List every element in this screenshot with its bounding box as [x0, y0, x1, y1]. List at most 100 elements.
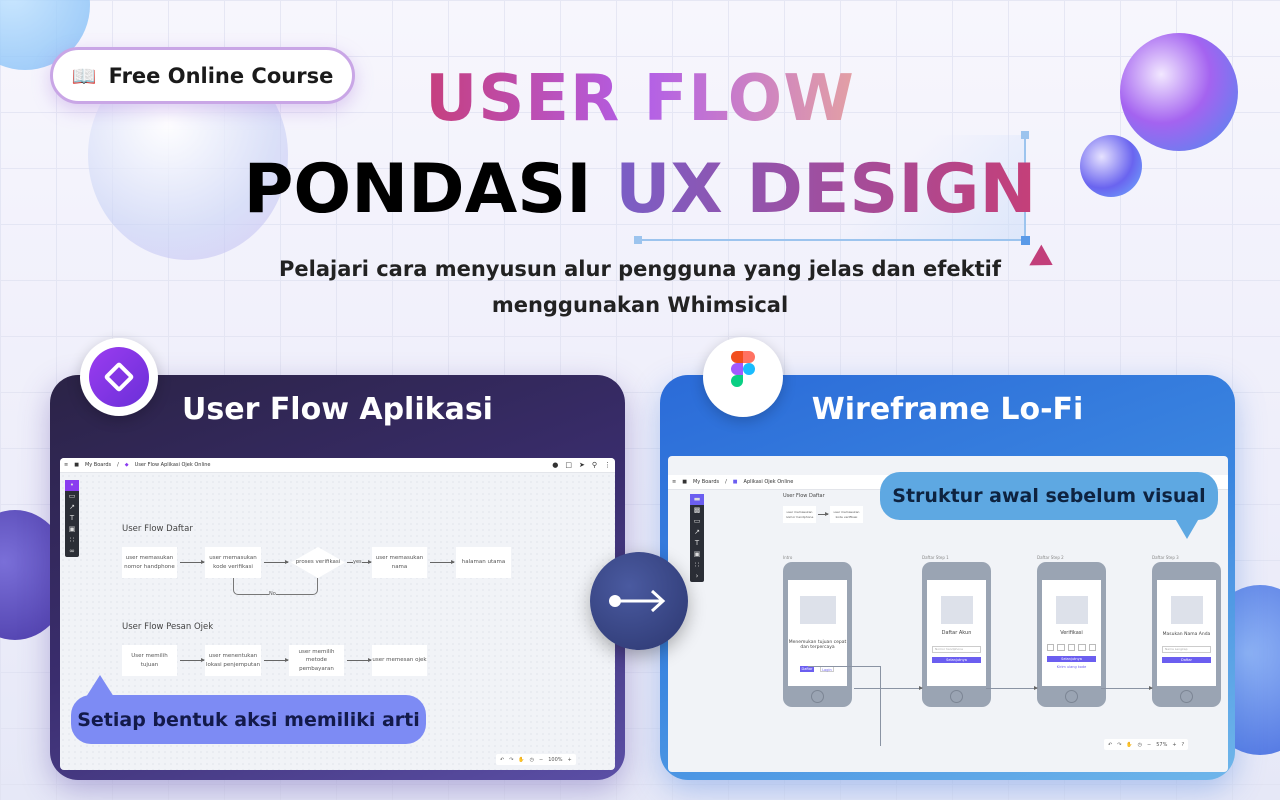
flow-step[interactable]: user memasukan nama — [372, 547, 427, 578]
history-icon[interactable]: ◷ — [1137, 741, 1143, 748]
phone-input[interactable]: Nomor handphone — [932, 646, 981, 653]
callout-pointer — [86, 675, 114, 697]
board-icon: ◆ — [124, 462, 129, 468]
redo-icon[interactable]: ↷ — [1117, 741, 1122, 748]
select-tool-icon[interactable]: • — [65, 480, 79, 491]
breadcrumb-root[interactable]: My Boards — [84, 462, 112, 468]
daftar-button[interactable]: Daftar — [800, 666, 814, 672]
phone-wireframe-step2[interactable]: Verifikasi Selanjutnya Kirim ulang kode — [1037, 562, 1106, 707]
selection-frame — [638, 135, 1026, 241]
flow-step[interactable]: User memilih tujuan — [122, 645, 177, 676]
arrow-tool-icon[interactable]: ↗ — [69, 503, 75, 511]
flow-step[interactable]: user memasukan kode verifikasi — [830, 506, 863, 523]
selection-handle — [1021, 236, 1030, 245]
zoom-in-icon[interactable]: + — [567, 756, 572, 763]
subtitle-line2: menggunakan Whimsical — [491, 293, 789, 317]
user-flow-card-title: User Flow Aplikasi — [182, 392, 493, 427]
intro-text: Menemukan tujuan cepat dan terpercaya — [788, 640, 847, 650]
zoom-out-icon[interactable]: − — [539, 756, 544, 763]
zoom-in-icon[interactable]: + — [1172, 741, 1177, 748]
grid-tool-icon[interactable]: ∷ — [69, 536, 75, 544]
redo-icon[interactable]: ↷ — [509, 756, 514, 763]
board-icon: ■ — [732, 479, 738, 485]
flow-step[interactable]: user menentukan lokasi penjemputan — [205, 645, 261, 676]
flow-step[interactable]: user memilih metode pembayaran — [289, 645, 344, 676]
selection-handle — [634, 236, 642, 244]
menu-icon[interactable]: ≡ — [672, 479, 677, 485]
connector-line — [808, 666, 881, 746]
image-tool-icon[interactable]: ▣ — [693, 550, 701, 558]
flow-connector-arrow — [590, 552, 688, 650]
shape-tool-icon[interactable]: ▩ — [693, 506, 701, 514]
flow-step[interactable]: user memesan ojek — [372, 645, 427, 676]
zoom-level: 57% — [1156, 741, 1168, 748]
headline-line2: PONDASI UX DESIGN — [0, 150, 1280, 229]
bubble-decoration — [1080, 135, 1142, 197]
subtitle-line1: Pelajari cara menyusun alur pengguna yan… — [279, 257, 1001, 281]
flow-step[interactable]: user memasukan nomor handphone — [783, 506, 816, 523]
bubble-decoration — [1120, 33, 1238, 151]
decision-node[interactable]: proses verifikasi — [291, 547, 345, 578]
figma-logo — [703, 337, 783, 417]
info-icon[interactable]: ● — [552, 461, 559, 469]
history-icon[interactable]: ◷ — [529, 756, 535, 763]
flow-step[interactable]: user memasukan nomor handphone — [122, 547, 177, 578]
more-icon[interactable]: ⋮ — [604, 461, 611, 469]
search-icon[interactable]: ⚲ — [591, 461, 597, 469]
select-tool-icon[interactable]: ▬ — [690, 494, 704, 505]
breadcrumb-root[interactable]: My Boards — [692, 479, 720, 485]
daftar-button[interactable]: Daftar — [1162, 657, 1211, 663]
tool-palette: ▬▩ ▭ ↗ T ▣ ∷ › — [690, 494, 704, 582]
undo-icon[interactable]: ↶ — [500, 756, 505, 763]
zoom-level: 100% — [548, 756, 563, 763]
flow-title: User Flow Pesan Ojek — [122, 622, 214, 632]
phone-wireframe-intro[interactable]: Menemukan tujuan cepat dan terpercaya Da… — [783, 562, 852, 707]
no-label: No — [269, 591, 276, 597]
hand-icon[interactable]: ✋ — [518, 756, 525, 763]
arrow-right-icon — [609, 589, 666, 613]
headline-ux-design: UX DESIGN — [615, 150, 1037, 229]
next-button[interactable]: Selanjutnya — [1047, 656, 1096, 662]
grid-tool-icon[interactable]: ∷ — [694, 561, 700, 569]
frame-tool-icon[interactable]: ▭ — [693, 517, 701, 525]
free-course-badge: 📖 Free Online Course — [50, 47, 355, 104]
book-icon: 📖 — [71, 63, 97, 88]
folder-icon: ■ — [682, 479, 687, 485]
resend-code-link[interactable]: Kirim ulang kode — [1056, 665, 1087, 669]
name-input[interactable]: Nama Lengkap — [1162, 646, 1211, 653]
link-tool-icon[interactable]: ∞ — [69, 547, 75, 555]
decision-label: proses verifikasi — [295, 559, 341, 566]
screen-heading: Masukan Nama Anda — [1162, 632, 1211, 637]
rectangle-tool-icon[interactable]: ▭ — [68, 492, 76, 500]
hand-icon[interactable]: ✋ — [1126, 741, 1133, 748]
comment-icon[interactable]: □ — [565, 461, 572, 469]
help-icon[interactable]: ? — [1181, 741, 1185, 748]
screen-label: Daftar Step 1 — [922, 555, 949, 560]
breadcrumb-board[interactable]: Aplikasi Ojek Online — [743, 479, 794, 485]
left-callout: Setiap bentuk aksi memiliki arti — [71, 695, 426, 744]
share-icon[interactable]: ➤ — [578, 461, 585, 469]
flow-title: User Flow Daftar — [122, 524, 193, 534]
text-tool-icon[interactable]: T — [69, 514, 75, 522]
phone-wireframe-step3[interactable]: Masukan Nama Anda Nama Lengkap Daftar — [1152, 562, 1221, 707]
next-button[interactable]: Selanjutnya — [932, 657, 981, 663]
flow-step[interactable]: halaman utama — [456, 547, 511, 578]
more-tool-icon[interactable]: › — [695, 572, 699, 580]
yes-label: yes — [353, 559, 362, 565]
screen-label: Daftar Step 3 — [1152, 555, 1179, 560]
phone-wireframe-step1[interactable]: Daftar Akun Nomor handphone Selanjutnya — [922, 562, 991, 707]
text-tool-icon[interactable]: T — [694, 539, 700, 547]
image-tool-icon[interactable]: ▣ — [68, 525, 76, 533]
whimsical-logo — [80, 338, 158, 416]
screen-label: Intro — [783, 555, 793, 560]
zoom-out-icon[interactable]: − — [1147, 741, 1152, 748]
zoom-controls: ↶ ↷ ✋ ◷−57% +? — [1104, 739, 1189, 750]
flow-step[interactable]: user memasukan kode verifikasi — [205, 547, 261, 578]
arrow-tool-icon[interactable]: ↗ — [694, 528, 700, 536]
menu-icon[interactable]: ≡ — [64, 462, 69, 468]
folder-icon: ■ — [74, 462, 79, 468]
breadcrumb-board[interactable]: User Flow Aplikasi Ojek Online — [134, 462, 211, 468]
screen-heading: Verifikasi — [1060, 630, 1083, 636]
flow-title: User Flow Daftar — [783, 493, 825, 499]
undo-icon[interactable]: ↶ — [1108, 741, 1113, 748]
